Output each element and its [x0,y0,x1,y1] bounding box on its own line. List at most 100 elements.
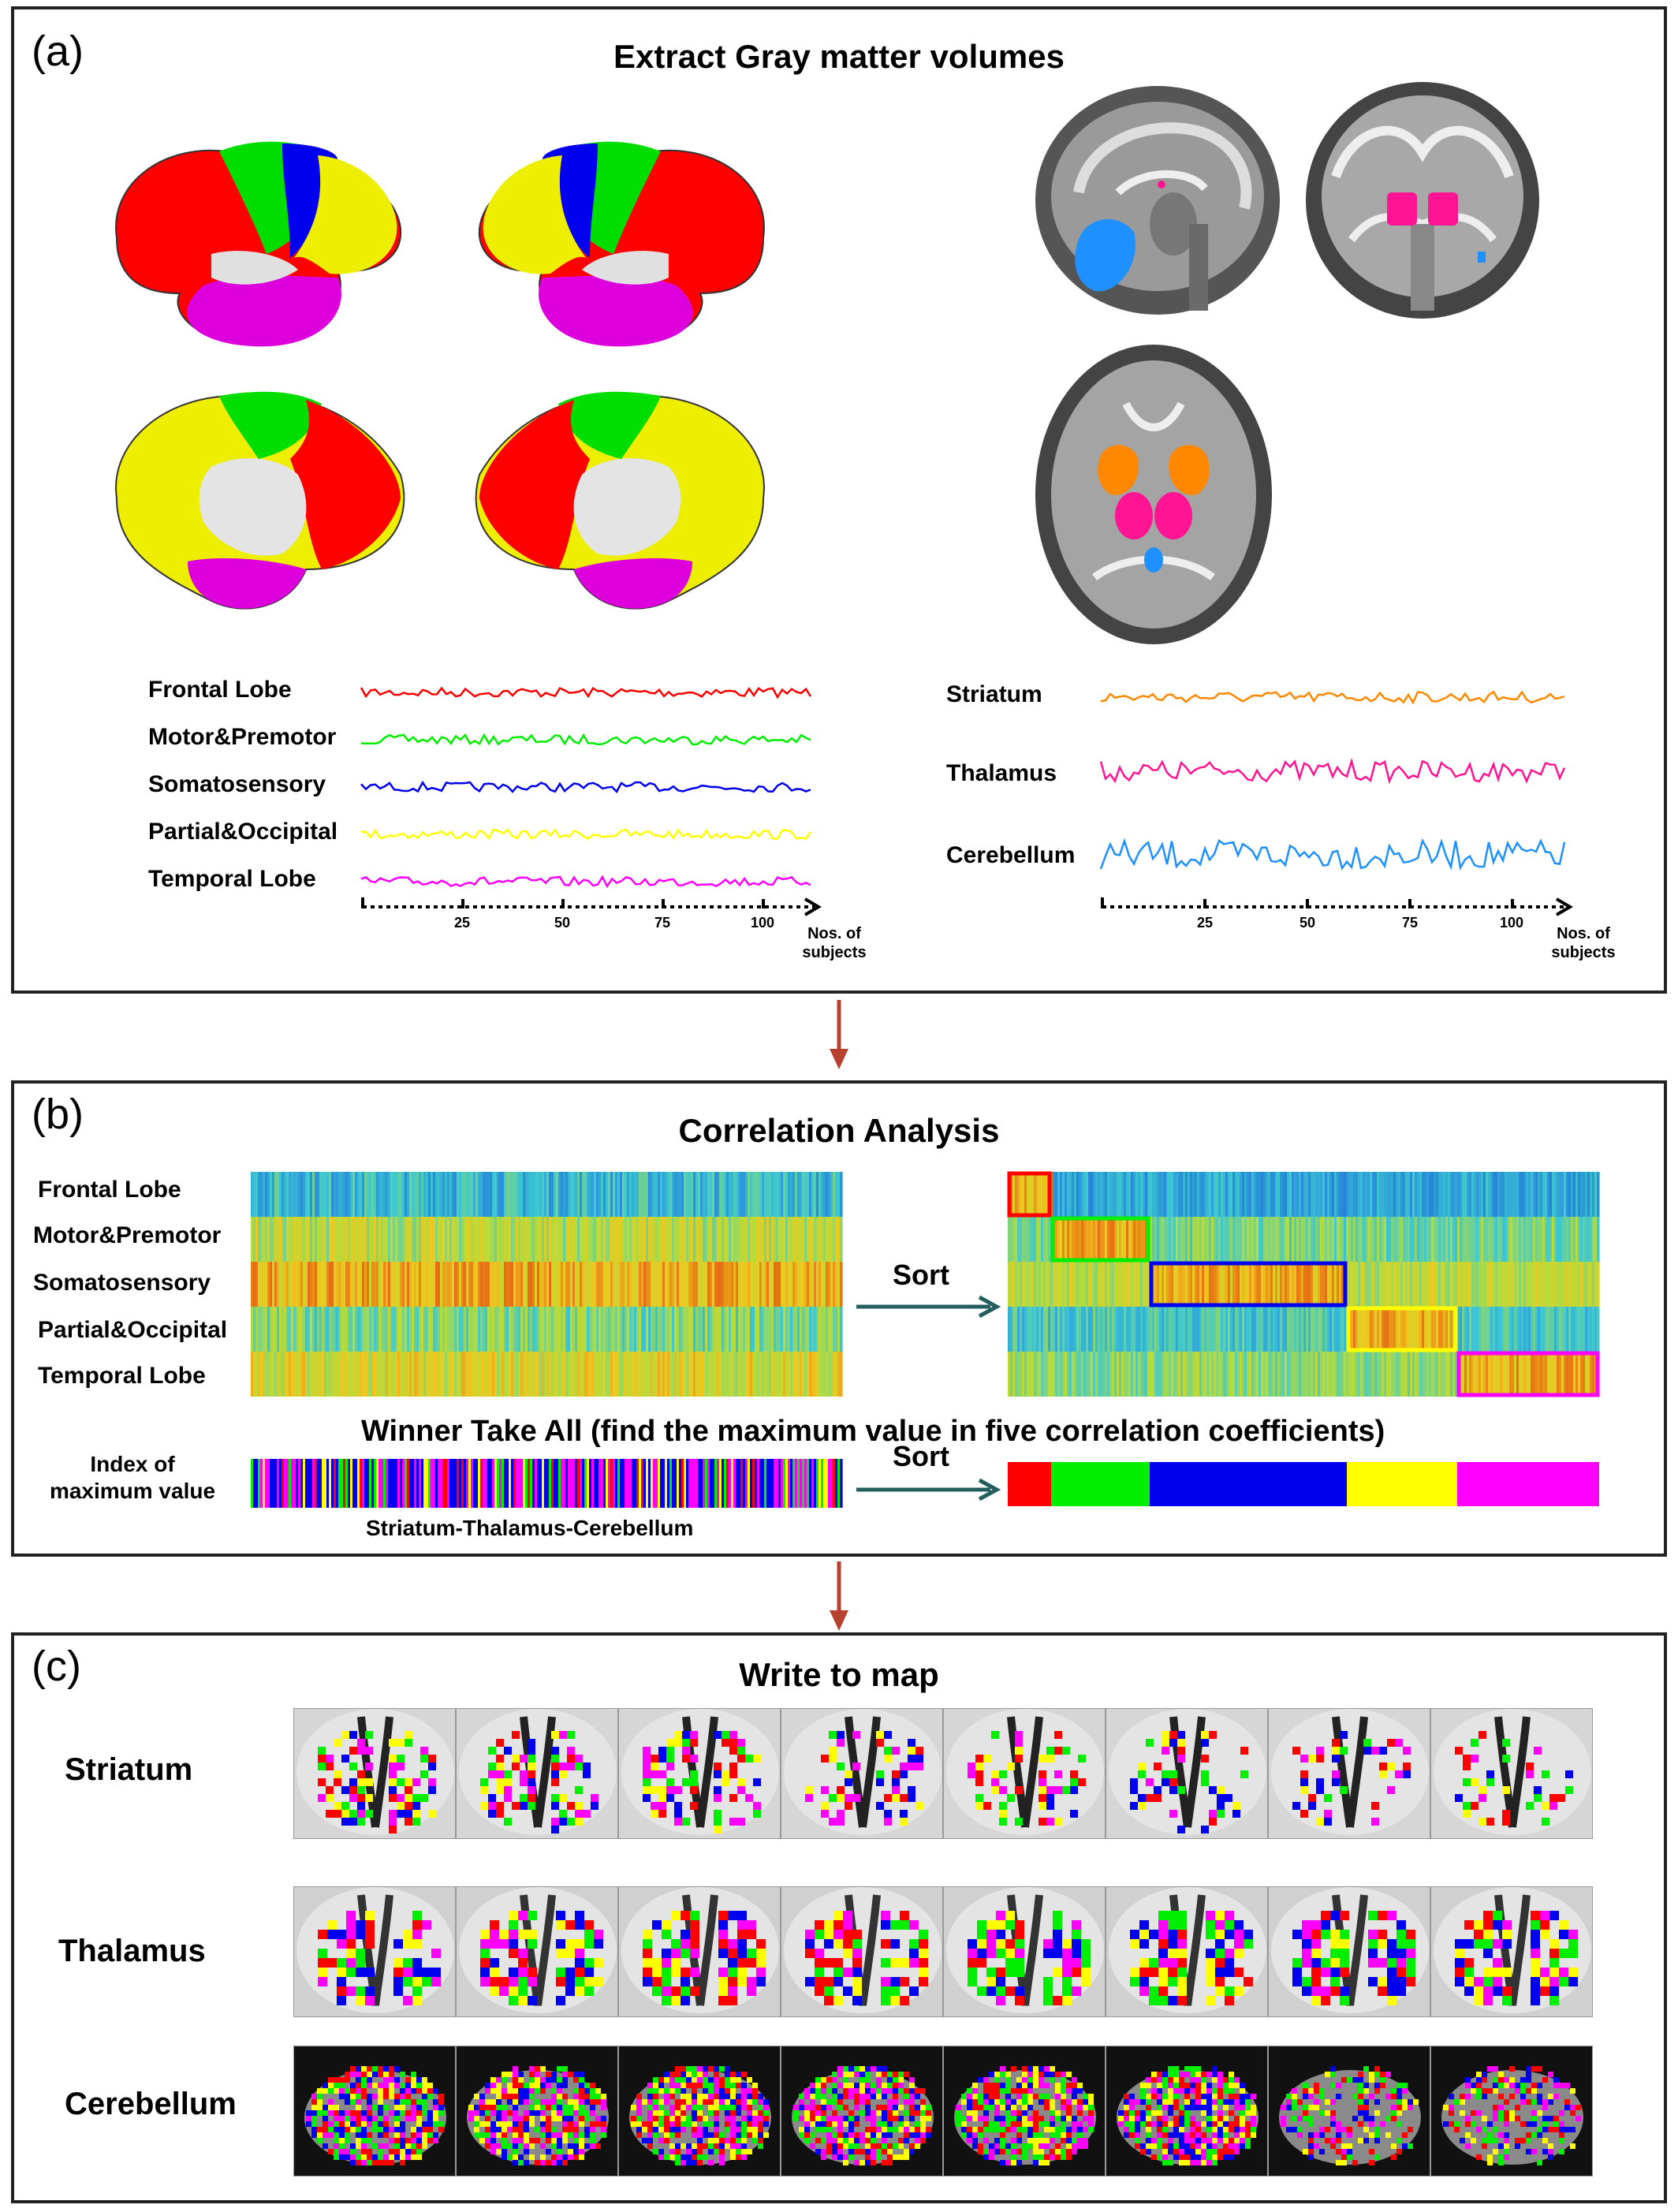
map-voxel [681,2088,686,2094]
map-voxel [999,1770,1007,1778]
heatmap-cell [1211,1172,1214,1217]
heatmap-cell [762,1217,765,1262]
heatmap-cell [1273,1262,1276,1307]
heatmap-cell [1318,1217,1321,1262]
heatmap-cell [707,1172,710,1217]
heatmap-cell [265,1172,268,1217]
index-bar-stripe [419,1459,422,1508]
heatmap-cell [1270,1307,1273,1352]
heatmap-cell [634,1172,637,1217]
heatmap-cell [1093,1307,1096,1352]
map-voxel [433,2088,438,2094]
map-voxel [1300,1755,1308,1763]
heatmap-cell [1225,1262,1229,1307]
heatmap-cell [277,1352,280,1397]
heatmap-cell [1237,1352,1240,1397]
heatmap-cell [412,1262,415,1307]
map-voxel [860,2132,865,2138]
map-voxel [579,2149,584,2154]
heatmap-cell [717,1307,720,1352]
heatmap-cell [473,1217,476,1262]
map-voxel [1215,1939,1225,1949]
heatmap-cell [1287,1172,1290,1217]
map-voxel [1292,1747,1300,1755]
index-bar-stripe [833,1459,836,1508]
map-voxel [852,1968,862,1977]
heatmap-cell [416,1307,420,1352]
map-voxel [852,1794,860,1802]
heatmap-cell [1419,1352,1423,1397]
index-bar-stripe [485,1459,488,1508]
map-voxel [1225,1949,1234,1958]
heatmap-cell [513,1262,516,1307]
map-voxel [714,2088,719,2094]
map-voxel [729,1747,737,1755]
heatmap-cell [1552,1307,1555,1352]
map-voxel [433,2110,438,2116]
heatmap-cell [1162,1217,1165,1262]
heatmap-cell [632,1217,635,1262]
map-voxel [1549,1794,1557,1802]
heatmap-cell [423,1217,427,1262]
heatmap-cell [1154,1217,1158,1262]
heatmap-cell [1557,1352,1560,1397]
heatmap-cell [584,1352,587,1397]
heatmap-cell [315,1352,318,1397]
heatmap-cell [608,1307,611,1352]
heatmap-cell [681,1307,684,1352]
map-voxel [1463,1755,1471,1763]
map-voxel [675,2066,681,2072]
heatmap-cell [461,1307,464,1352]
index-bar-stripe [431,1459,434,1508]
map-voxel [793,2110,799,2116]
heatmap-cell [1467,1352,1470,1397]
map-voxel [681,2099,686,2105]
heatmap-cell [1249,1352,1252,1397]
heatmap-cell [556,1262,559,1307]
index-bar-stripe [672,1459,675,1508]
map-voxel [1368,1958,1378,1968]
map-voxel [730,2116,736,2121]
map-voxel [810,2110,815,2116]
heatmap-cell [364,1262,367,1307]
heatmap-cell [497,1352,500,1397]
map-voxel [405,2094,411,2099]
heatmap-cell [1209,1352,1212,1397]
heatmap-cell [296,1352,299,1397]
heatmap-cell [575,1172,578,1217]
map-voxel [729,1731,737,1739]
heatmap-cell [499,1352,502,1397]
map-voxel [653,2099,658,2105]
heatmap-cell [1266,1217,1269,1262]
index-bar-stripe [263,1459,266,1508]
heatmap-cell [1469,1307,1472,1352]
map-voxel [690,1968,699,1977]
heatmap-cell [1391,1352,1394,1397]
map-voxel [837,1763,845,1770]
heatmap-cell [1467,1172,1470,1217]
map-voxel [334,1802,341,1810]
map-voxel [1311,1920,1321,1930]
map-voxel [367,2083,372,2088]
heatmap-cell [821,1307,824,1352]
heatmap-cell [653,1262,656,1307]
heatmap-cell [1592,1307,1595,1352]
map-voxel [346,1939,356,1949]
map-voxel [815,2116,821,2121]
heatmap-cell [1476,1262,1479,1307]
heatmap-cell [816,1262,819,1307]
map-voxel [535,2105,540,2110]
heatmap-cell [1195,1172,1198,1217]
index-bar-stripe [752,1459,755,1508]
heatmap-cell [1360,1307,1363,1352]
heatmap-cell [1124,1352,1127,1397]
heatmap-cell [1202,1172,1205,1217]
map-voxel [736,2083,741,2088]
map-voxel [400,2149,405,2154]
map-voxel [653,2105,658,2110]
index-bar-stripe [816,1459,819,1508]
mri-axial [1031,341,1276,648]
heatmap-cell [1531,1172,1534,1217]
heatmap-cell [1124,1307,1127,1352]
map-voxel [502,2088,507,2094]
